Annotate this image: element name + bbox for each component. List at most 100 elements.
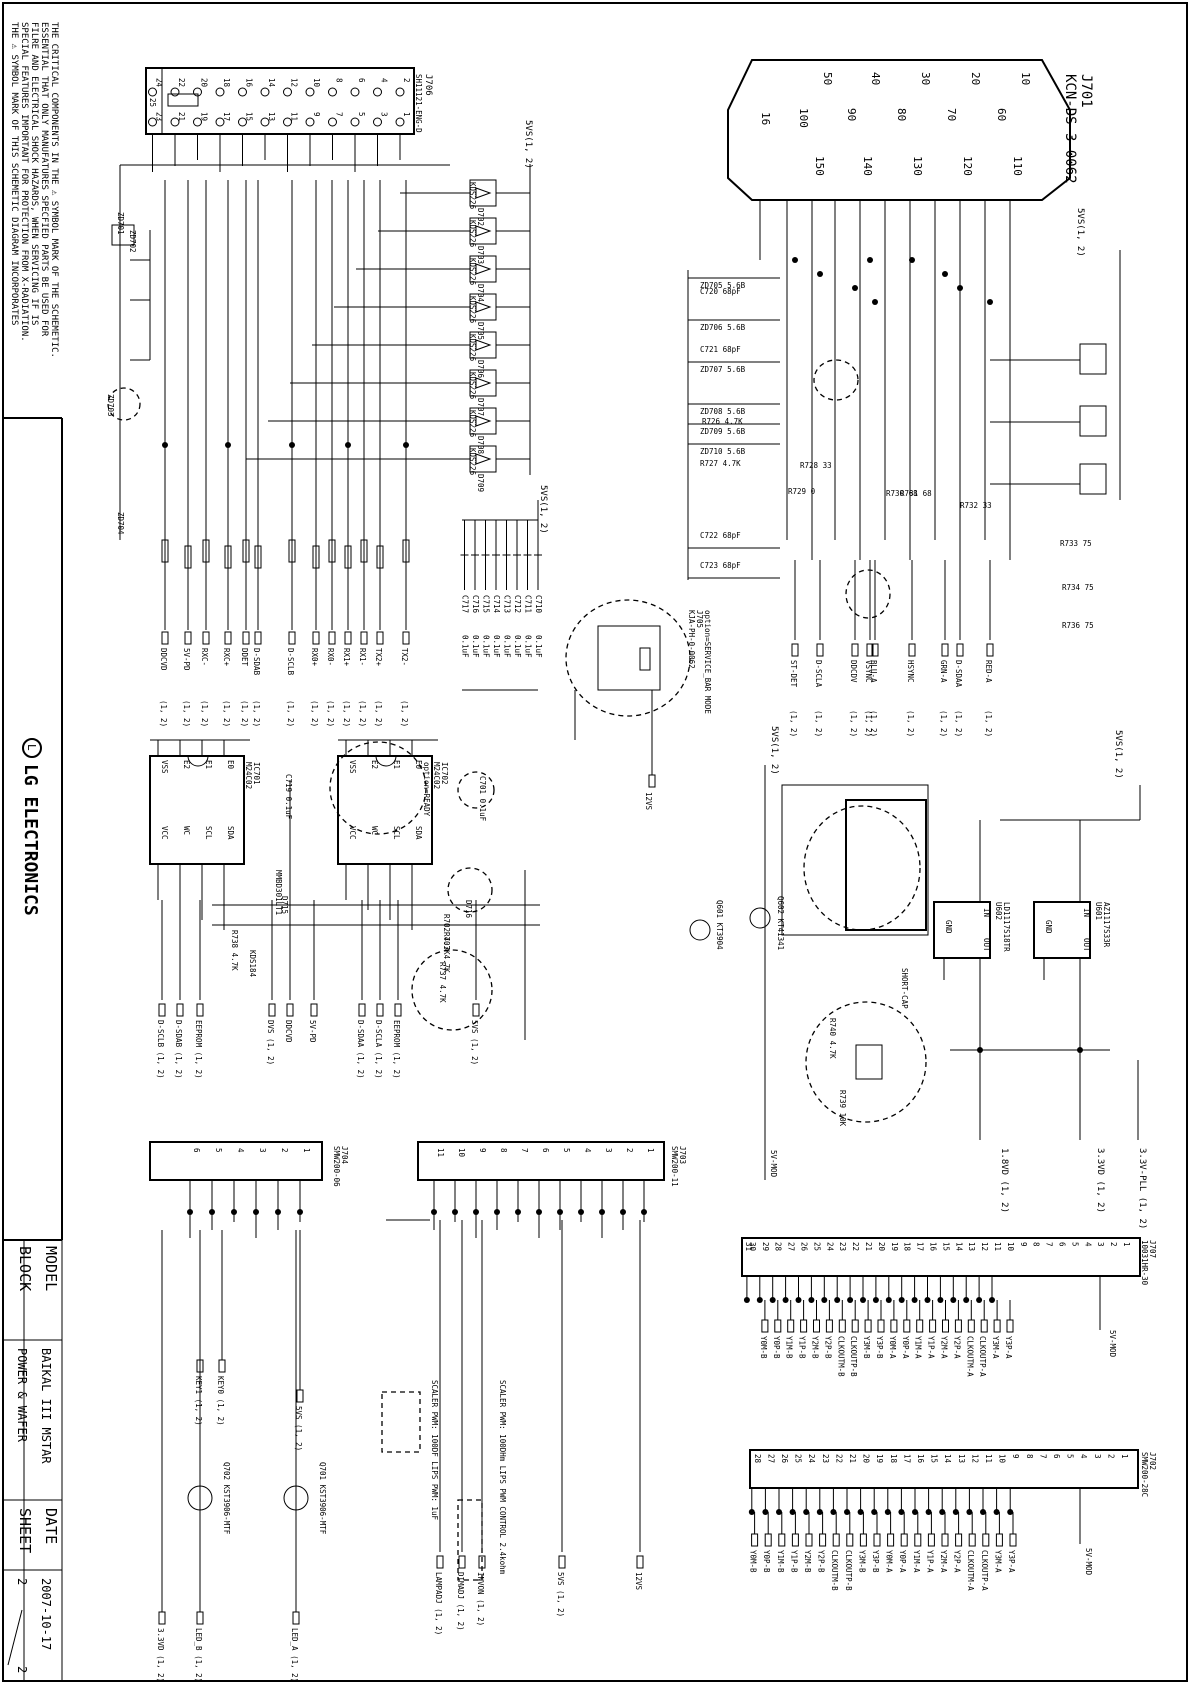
junction-dot bbox=[599, 1209, 605, 1215]
j707-pin-num-group: 6 bbox=[1058, 1242, 1067, 1247]
model-label-text: MODEL bbox=[42, 1246, 60, 1291]
junction-dot bbox=[792, 257, 798, 263]
j706-pin bbox=[148, 117, 157, 127]
conn-pin-num-group: 4 bbox=[583, 1148, 592, 1153]
j702-5vmod: 5V-MOD bbox=[1084, 1548, 1093, 1576]
conn-pin-num: 4 bbox=[583, 1148, 592, 1153]
j707-pin-num: 20 bbox=[877, 1242, 886, 1252]
j707-pin-num: 28 bbox=[774, 1242, 783, 1252]
j701-net-label: GRN-A bbox=[939, 660, 948, 683]
j702-net-label: Y0P-A bbox=[898, 1550, 907, 1573]
j702-pin-num: 20 bbox=[862, 1454, 871, 1464]
j706-pin bbox=[395, 87, 405, 97]
j707-net-label: Y1M-A bbox=[914, 1336, 923, 1359]
j702-pin-num-group: 24 bbox=[807, 1454, 816, 1464]
j707-pin-num: 14 bbox=[954, 1242, 963, 1252]
junction-dot bbox=[860, 1297, 866, 1303]
j706-pin-num-group: 24 bbox=[155, 78, 164, 88]
junction-dot bbox=[976, 1297, 983, 1303]
regulator-pin: IN bbox=[1082, 908, 1091, 917]
j706-pin-num-group: 21 bbox=[177, 112, 186, 121]
misc-net-port bbox=[394, 1003, 402, 1017]
cap-value: 0.1uF bbox=[461, 635, 470, 658]
j703-net-label: 12VS bbox=[634, 1572, 643, 1591]
j703-net-label: INVON (1, 2) bbox=[476, 1572, 485, 1626]
j706-net-label: RX0+ bbox=[310, 648, 319, 667]
safety-notice: THE ⚠ SYMBOL MARK OF THIS SCHEMETIC DIAG… bbox=[9, 22, 59, 358]
j707-net-label-group: Y1P-A bbox=[927, 1336, 936, 1359]
j707-net-label: Y3P-A bbox=[1004, 1336, 1013, 1359]
ladder-resistor bbox=[376, 545, 384, 569]
j702-net-label: Y2P-B bbox=[817, 1550, 826, 1573]
d715-ring bbox=[411, 949, 493, 1031]
j701-shell: 16 bbox=[759, 112, 772, 125]
j701-net-suffix: (1, 2) bbox=[814, 710, 823, 737]
j701-net-suffix-group: (1, 2) bbox=[849, 710, 858, 737]
j707-net-label: Y3P-B bbox=[875, 1336, 884, 1359]
j702-net-label: CLKOUTP-A bbox=[980, 1550, 989, 1591]
q701-icon bbox=[283, 1485, 309, 1511]
eeprom-left-part-text: M24C02 bbox=[244, 762, 253, 789]
j702-net-label-group: Y2P-B bbox=[817, 1550, 826, 1573]
junction-dot bbox=[950, 1297, 957, 1303]
j706-pin-num: 9 bbox=[312, 112, 321, 117]
junction-dot bbox=[937, 1297, 944, 1303]
j706-shell-pin: 25 bbox=[148, 98, 157, 107]
j706-pin-num-group: 14 bbox=[267, 78, 276, 88]
rail-5vs-text: 5VS(1, 2) bbox=[769, 726, 779, 775]
junction-dot bbox=[557, 1209, 563, 1215]
j702-net-label-group: Y0M-B bbox=[749, 1550, 758, 1573]
cap-value-group: 0.1uF bbox=[471, 635, 480, 658]
junction-dot bbox=[857, 1509, 864, 1515]
eeprom-pin-name: VCC bbox=[160, 826, 169, 840]
j704-net-label-group: KEY1 (1, 2) bbox=[194, 1376, 203, 1426]
j704-net-label-group: LED_B (1, 2) bbox=[194, 1628, 203, 1682]
j706-net-suffix: (1, 2) bbox=[222, 700, 231, 727]
sheet-total-text: 2 bbox=[15, 1666, 29, 1673]
j701-part-label: C721 68pF bbox=[700, 345, 741, 354]
diode-part: KDS226 bbox=[468, 448, 477, 476]
j702-net-label-group: Y3M-A bbox=[993, 1550, 1002, 1573]
j706-net-label-group: RX1- bbox=[358, 648, 367, 666]
junction-dot bbox=[289, 442, 295, 448]
j707-pin-num-group: 3 bbox=[1096, 1242, 1105, 1247]
j704-net-port bbox=[158, 1611, 166, 1625]
misc-part-label: R737 4.7K bbox=[438, 962, 447, 1003]
j706-pin-num-group: 3 bbox=[380, 112, 389, 117]
conn-pin-num-group: 11 bbox=[436, 1148, 445, 1157]
rail-5vs-tr: 5VS(1, 2) bbox=[769, 726, 779, 775]
diode-ref: D708 bbox=[476, 436, 485, 455]
misc-net-label-group: D-SCLA (1, 2) bbox=[374, 1020, 383, 1079]
conn-pin-num: 4 bbox=[236, 1148, 245, 1153]
j706-pin-num: 13 bbox=[267, 112, 276, 121]
diode-ref-group: D702 bbox=[476, 208, 485, 226]
junction-dot bbox=[830, 1509, 837, 1515]
conn-pin-num-group: 3 bbox=[604, 1148, 613, 1153]
sheet-slash bbox=[7, 1609, 23, 1666]
j704-ref: J704 bbox=[340, 1146, 349, 1165]
notice-line: THE CRITICAL COMPONENTS IN THE ⚠ SYMBOL … bbox=[49, 22, 59, 358]
misc-net-port bbox=[176, 1003, 184, 1017]
j704-net-port bbox=[292, 1611, 300, 1625]
j702-5vmod-text: 5V-MOD bbox=[1084, 1548, 1093, 1576]
j702-net-label: CLKOUTP-B bbox=[844, 1550, 853, 1591]
j706-pin bbox=[193, 87, 202, 97]
notice-line: FILRE AND ELECTRICAL SHOCK HAZARDS, WHEN… bbox=[29, 22, 39, 325]
connector-j707: J707 10031HR-30 123456789101112131415161… bbox=[741, 1237, 1157, 1377]
misc-part-label: C719 0.1uF bbox=[284, 774, 293, 820]
j706-pin-num: 5 bbox=[357, 112, 366, 117]
j707-net-port bbox=[877, 1319, 885, 1333]
misc-part-label-group: MMBD301LT1 bbox=[274, 870, 283, 915]
j707-5vmod-text: 5V-MOD bbox=[1108, 1330, 1117, 1358]
j702-net-label-group: Y0P-B bbox=[762, 1550, 771, 1573]
j702-net-label: Y3P-A bbox=[1007, 1550, 1016, 1573]
j703-net-label: DIMADJ (1, 2) bbox=[456, 1572, 465, 1631]
j702-pin-num-group: 19 bbox=[875, 1454, 884, 1463]
j707-net-label-group: Y2M-A bbox=[940, 1336, 949, 1359]
j706-net-suffix: (1, 2) bbox=[200, 700, 209, 727]
j707-pin-num: 15 bbox=[941, 1242, 950, 1251]
misc-part-label-group: R702 4.7K bbox=[442, 914, 451, 955]
j707-net-port bbox=[825, 1319, 833, 1333]
junction-dot bbox=[816, 1509, 823, 1515]
